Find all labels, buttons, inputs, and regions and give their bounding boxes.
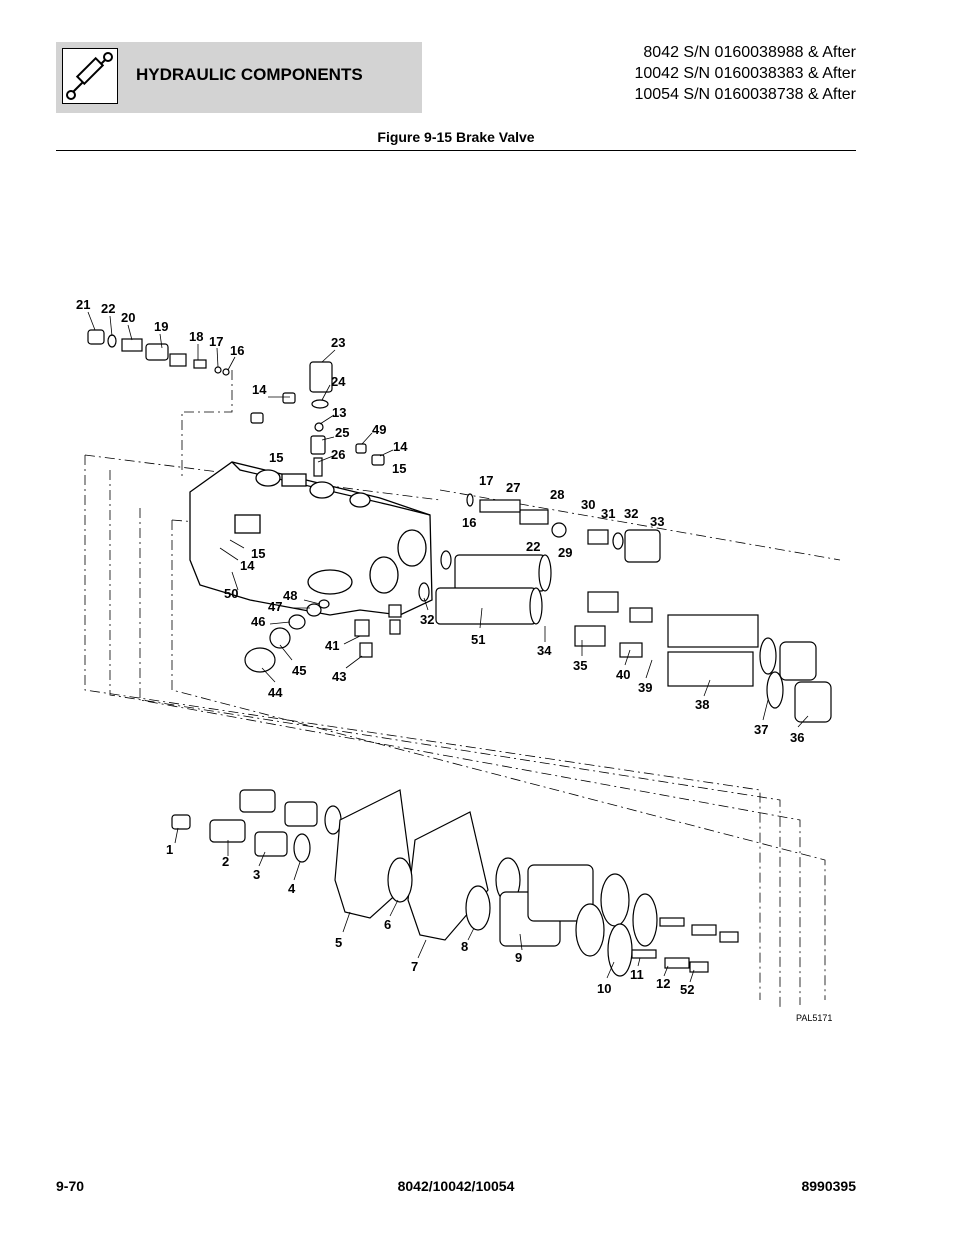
callout-label: 9 bbox=[515, 950, 522, 965]
callout-label: 7 bbox=[411, 959, 418, 974]
brake-spool-assemblies bbox=[418, 493, 832, 723]
callout-leader-lines bbox=[87, 311, 809, 983]
callout-label: 51 bbox=[471, 632, 485, 647]
callout-labels: 21 22 20 19 18 17 16 23 24 13 25 26 14 1… bbox=[76, 297, 832, 1023]
callout-label: 22 bbox=[101, 301, 115, 316]
callout-label: 35 bbox=[573, 658, 587, 673]
callout-label: 16 bbox=[462, 515, 476, 530]
model-numbers: 8042/10042/10054 bbox=[397, 1178, 515, 1194]
callout-label: 24 bbox=[331, 374, 346, 389]
callout-label: 29 bbox=[558, 545, 572, 560]
callout-label: 33 bbox=[650, 514, 664, 529]
callout-label: 48 bbox=[283, 588, 297, 603]
callout-label: 14 bbox=[393, 439, 408, 454]
callout-label: 15 bbox=[251, 546, 265, 561]
serial-line: 10042 S/N 0160038383 & After bbox=[634, 65, 856, 82]
callout-label: 32 bbox=[420, 612, 434, 627]
callout-label: 6 bbox=[384, 917, 391, 932]
callout-label: 40 bbox=[616, 667, 630, 682]
callout-label: 15 bbox=[269, 450, 283, 465]
callout-label: 15 bbox=[392, 461, 406, 476]
callout-label: 37 bbox=[754, 722, 768, 737]
callout-label: 20 bbox=[121, 310, 135, 325]
callout-label: 14 bbox=[240, 558, 255, 573]
callout-label: 18 bbox=[189, 329, 203, 344]
callout-label: 14 bbox=[252, 382, 267, 397]
callout-label: 27 bbox=[506, 480, 520, 495]
callout-label: 16 bbox=[230, 343, 244, 358]
callout-label: 1 bbox=[166, 842, 173, 857]
callout-label: 2 bbox=[222, 854, 229, 869]
document-number: 8990395 bbox=[801, 1178, 856, 1194]
callout-label: 31 bbox=[601, 506, 615, 521]
callout-label: 17 bbox=[209, 334, 223, 349]
callout-label: 19 bbox=[154, 319, 168, 334]
callout-label: 43 bbox=[332, 669, 346, 684]
serial-line: 10054 S/N 0160038738 & After bbox=[634, 86, 856, 103]
serial-line: 8042 S/N 0160038988 & After bbox=[643, 44, 856, 61]
callout-label: 47 bbox=[268, 599, 282, 614]
callout-label: 39 bbox=[638, 680, 652, 695]
callout-label: 28 bbox=[550, 487, 564, 502]
callout-label: 3 bbox=[253, 867, 260, 882]
lower-piston-assembly bbox=[171, 789, 739, 977]
callout-label: 44 bbox=[268, 685, 283, 700]
callout-label: 41 bbox=[325, 638, 339, 653]
serial-numbers: 8042 S/N 0160038988 & After 10042 S/N 01… bbox=[634, 42, 856, 105]
callout-label: 50 bbox=[224, 586, 238, 601]
top-cartridge-parts bbox=[250, 361, 385, 477]
valve-body bbox=[189, 461, 433, 616]
callout-label: 49 bbox=[372, 422, 386, 437]
port-fittings bbox=[244, 599, 402, 673]
callout-label: 30 bbox=[581, 497, 595, 512]
relief-spool-parts bbox=[87, 329, 230, 376]
callout-label: 5 bbox=[335, 935, 342, 950]
callout-label: 17 bbox=[479, 473, 493, 488]
callout-label: 11 bbox=[630, 967, 644, 982]
callout-label: 52 bbox=[680, 982, 694, 997]
callout-label: 25 bbox=[335, 425, 349, 440]
callout-label: 12 bbox=[656, 976, 670, 991]
callout-label: 46 bbox=[251, 614, 265, 629]
hydraulic-cylinder-icon bbox=[62, 48, 118, 104]
callout-label: 13 bbox=[332, 405, 346, 420]
section-title: HYDRAULIC COMPONENTS bbox=[136, 65, 363, 84]
figure-title: Figure 9-15 Brake Valve bbox=[377, 129, 535, 145]
callout-label: 32 bbox=[624, 506, 638, 521]
callout-label: 38 bbox=[695, 697, 709, 712]
callout-label: 26 bbox=[331, 447, 345, 462]
callout-label: 34 bbox=[537, 643, 552, 658]
callout-label: 45 bbox=[292, 663, 306, 678]
header-rule bbox=[56, 150, 856, 151]
callout-label: 8 bbox=[461, 939, 468, 954]
callout-label: 21 bbox=[76, 297, 90, 312]
callout-label: 23 bbox=[331, 335, 345, 350]
callout-label: 10 bbox=[597, 981, 611, 996]
callout-label: 22 bbox=[526, 539, 540, 554]
callout-label: 36 bbox=[790, 730, 804, 745]
callout-label: 4 bbox=[288, 881, 296, 896]
drawing-code: PAL5171 bbox=[796, 1013, 832, 1023]
page-number: 9-70 bbox=[56, 1178, 85, 1194]
